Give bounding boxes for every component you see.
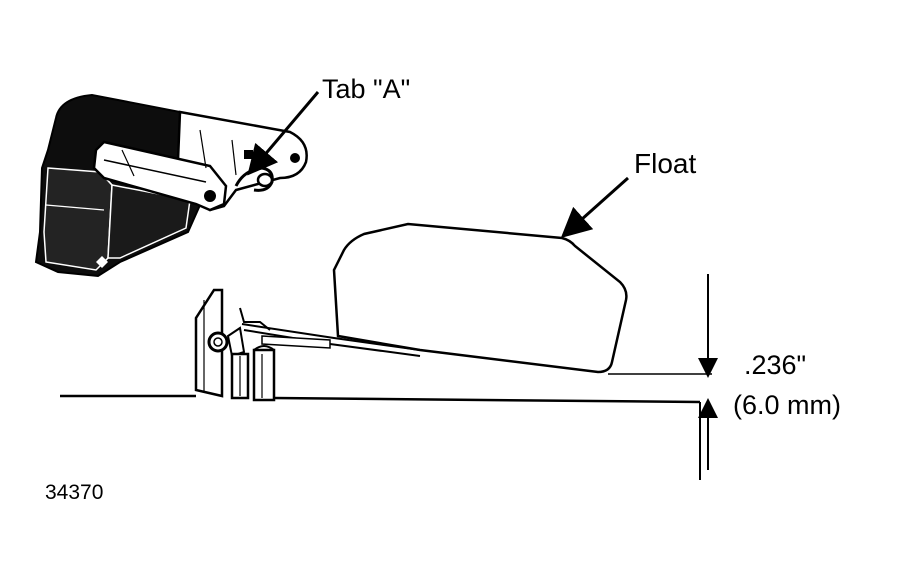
float-label: Float — [634, 148, 697, 179]
carburetor-body — [34, 93, 207, 278]
dimension-mm-label: (6.0 mm) — [733, 390, 841, 420]
float — [332, 222, 628, 374]
figure-number: 34370 — [45, 481, 104, 504]
float-leader-arrow — [560, 176, 629, 238]
needle-seat — [230, 345, 276, 402]
float-hinge-bracket — [92, 110, 308, 212]
gasket-surface — [273, 396, 701, 404]
hinge-post — [194, 288, 246, 398]
float-arm — [239, 307, 421, 357]
tab-a-leader-arrow — [247, 91, 320, 176]
dimension-inch-label: .236" — [744, 350, 807, 380]
tab-a-label: Tab "A" — [322, 74, 411, 104]
